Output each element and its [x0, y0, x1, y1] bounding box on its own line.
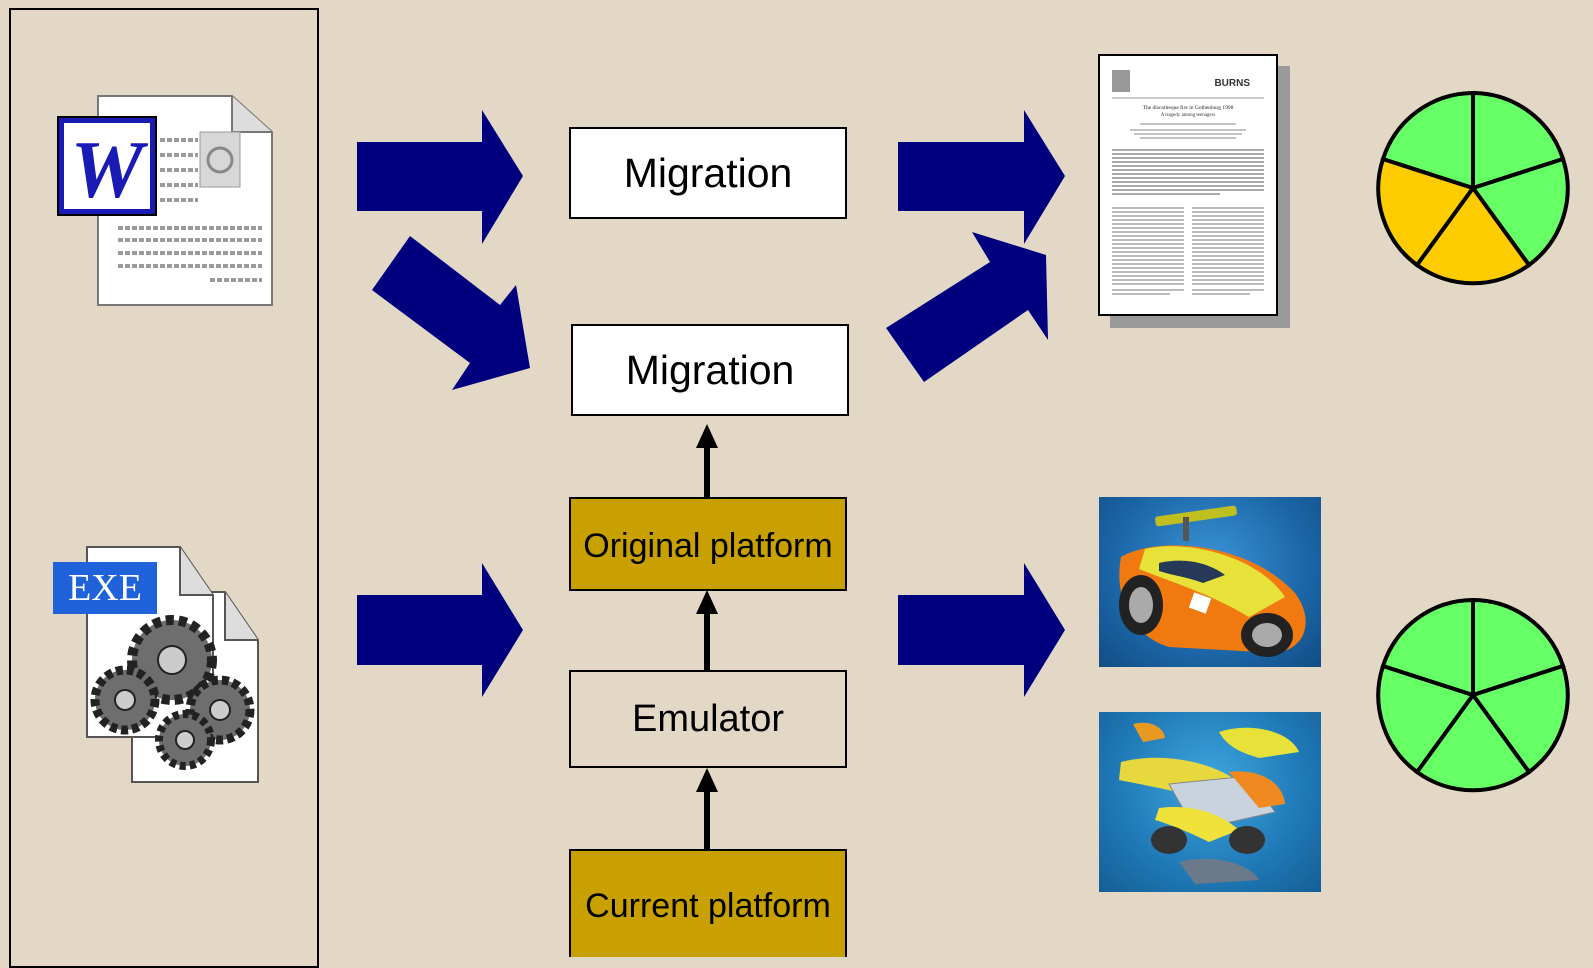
original-platform-box: Original platform — [569, 497, 847, 591]
current-platform-box: Current platform — [569, 849, 847, 957]
migration-box-bottom: Migration — [571, 324, 849, 416]
exploded-car-render-image — [1099, 712, 1321, 892]
svg-text:W: W — [71, 124, 149, 215]
paper-subtitle: A tragedy among teenagers — [1161, 113, 1216, 118]
arrow-platform-to-result — [898, 563, 1065, 697]
word-document-icon: W — [57, 95, 273, 306]
paper-title: The discotheque fire in Gothenburg 1998 — [1143, 104, 1234, 111]
arrow-migration-to-document-diagonal — [886, 232, 1048, 382]
arrow-migration-to-document — [898, 110, 1065, 244]
arrow-word-to-migration — [357, 110, 523, 244]
emulator-box: Emulator — [569, 670, 847, 768]
exe-label: EXE — [53, 562, 157, 614]
stack-connectors — [696, 424, 718, 849]
arrow-exe-to-platform — [357, 563, 523, 697]
race-car-render-image — [1099, 497, 1321, 667]
migrated-document-thumbnail: BURNS The discotheque fire in Gothenburg… — [1098, 54, 1278, 316]
arrow-word-to-migration-diagonal — [372, 236, 530, 390]
document-page-drawing: BURNS The discotheque fire in Gothenburg… — [1112, 70, 1264, 295]
journal-name: BURNS — [1214, 78, 1250, 89]
migration-box-top: Migration — [569, 127, 847, 219]
pie-document-quality — [1376, 90, 1570, 286]
pie-software-quality — [1376, 597, 1570, 793]
exe-file-icon — [86, 546, 259, 783]
race-car-drawing — [1119, 505, 1306, 657]
arrows — [357, 110, 1065, 697]
exploded-car-drawing — [1119, 722, 1299, 884]
